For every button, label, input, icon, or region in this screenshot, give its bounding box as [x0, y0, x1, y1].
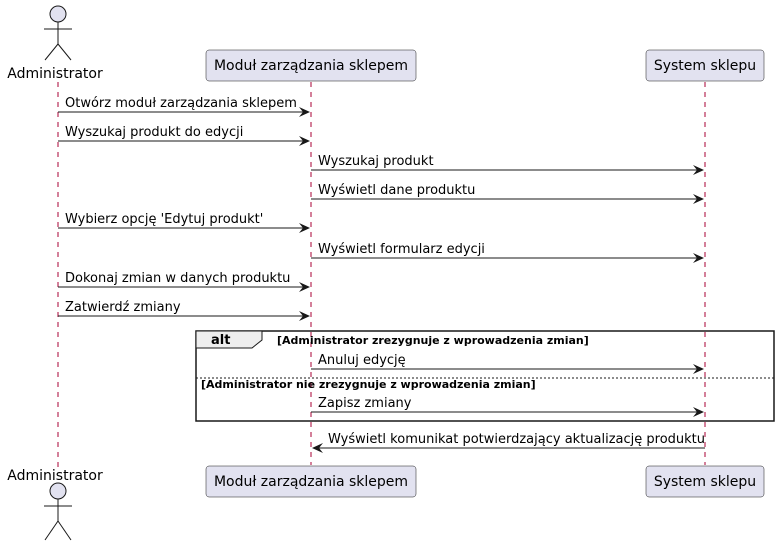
svg-text:Wyświetl formularz edycji: Wyświetl formularz edycji	[318, 242, 485, 257]
actor-administrator-top	[44, 5, 72, 61]
svg-text:Dokonaj zmian w danych produkt: Dokonaj zmian w danych produktu	[65, 271, 290, 286]
svg-text:Zapisz zmiany: Zapisz zmiany	[318, 396, 412, 411]
message-10: Zapisz zmiany	[311, 396, 704, 417]
actor-label-top: Administrator	[7, 66, 103, 82]
alt-keyword: alt	[211, 333, 230, 348]
participant-module-top	[205, 49, 417, 82]
message-7: Dokonaj zmian w danych produktu	[58, 271, 310, 292]
message-6: Wyświetl formularz edycji	[311, 242, 704, 263]
participant-module-label-bottom: Moduł zarządzania sklepem	[214, 474, 408, 490]
message-2: Wyszukaj produkt do edycji	[58, 125, 310, 146]
message-3: Wyszukaj produkt	[311, 154, 704, 175]
actor-administrator-bottom	[44, 482, 72, 541]
svg-text:Anuluj edycję: Anuluj edycję	[318, 353, 406, 368]
participant-system-label-top: System sklepu	[654, 58, 756, 74]
svg-text:Otwórz moduł zarządzania sklep: Otwórz moduł zarządzania sklepem	[65, 96, 297, 111]
message-5: Wybierz opcję 'Edytuj produkt'	[58, 212, 310, 233]
alt-condition-2: [Administrator nie zrezygnuje z wprowadz…	[201, 378, 536, 391]
alt-condition-1: [Administrator zrezygnuje z wprowadzenia…	[277, 334, 589, 347]
participant-system-label-bottom: System sklepu	[654, 474, 756, 490]
svg-text:Wyszukaj produkt do edycji: Wyszukaj produkt do edycji	[65, 125, 243, 140]
message-1: Otwórz moduł zarządzania sklepem	[58, 96, 310, 117]
svg-text:Wyświetl komunikat potwierdzaj: Wyświetl komunikat potwierdzający aktual…	[328, 432, 705, 447]
alt-fragment: alt [Administrator zrezygnuje z wprowadz…	[195, 330, 775, 422]
actor-label-bottom: Administrator	[7, 468, 103, 484]
svg-text:Wybierz opcję 'Edytuj produkt': Wybierz opcję 'Edytuj produkt'	[65, 212, 263, 227]
participant-module-label-top: Moduł zarządzania sklepem	[214, 58, 408, 74]
message-4: Wyświetl dane produktu	[311, 183, 704, 204]
svg-text:Zatwierdź zmiany: Zatwierdź zmiany	[65, 300, 181, 315]
message-11: Wyświetl komunikat potwierdzający aktual…	[312, 432, 705, 453]
svg-text:Wyszukaj produkt: Wyszukaj produkt	[318, 154, 434, 169]
participant-module-bottom	[205, 465, 417, 498]
participant-system-top	[645, 49, 765, 82]
message-9: Anuluj edycję	[311, 353, 704, 374]
message-8: Zatwierdź zmiany	[58, 300, 310, 321]
svg-text:Wyświetl dane produktu: Wyświetl dane produktu	[318, 183, 475, 198]
participant-system-bottom	[645, 465, 765, 498]
